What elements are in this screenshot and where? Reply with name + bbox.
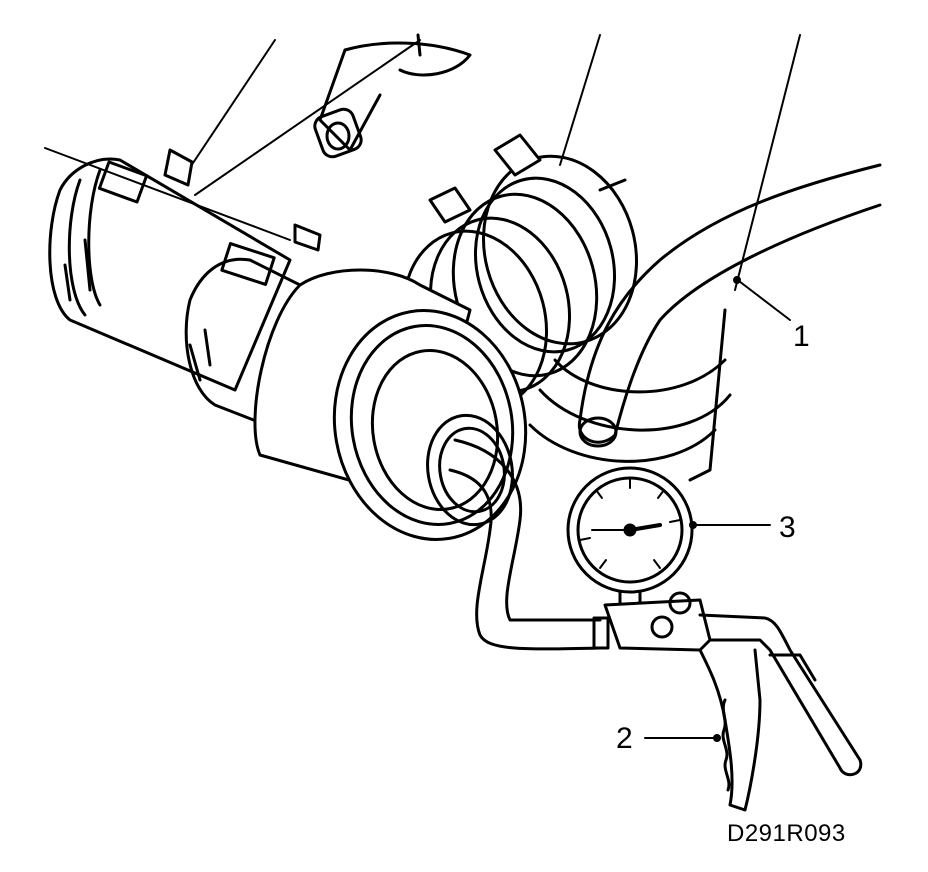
figure-reference-code: D291R093 [727, 820, 846, 847]
upper-nut-fitting [313, 33, 472, 159]
pump-hose [448, 438, 610, 651]
callout-leaders [644, 276, 791, 742]
pressure-gauge-icon [566, 466, 694, 614]
vacuum-hose-1 [577, 163, 882, 448]
callout-label-1: 1 [793, 320, 810, 353]
adapter-cup [253, 268, 528, 541]
callout-label-2: 2 [616, 722, 633, 755]
hand-vacuum-pump-icon [603, 591, 863, 812]
left-hose-section [48, 148, 292, 392]
callout-label-3: 3 [779, 511, 796, 544]
lower-outlet [528, 308, 732, 482]
